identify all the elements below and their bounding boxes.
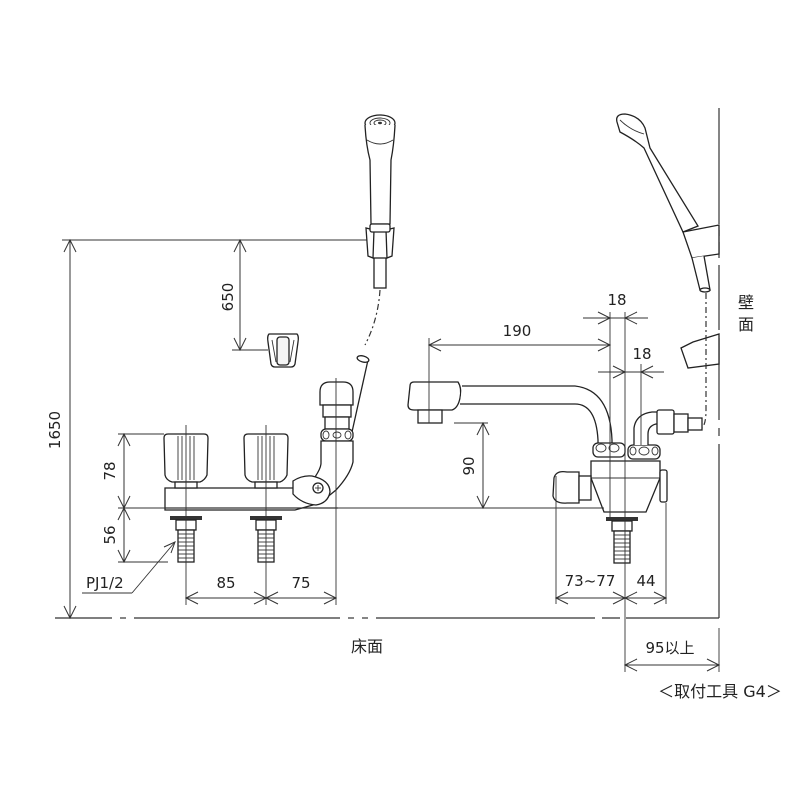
dim-190: 190 [427, 322, 612, 352]
shower-handset-side [616, 113, 720, 293]
wall-holder-side [680, 333, 720, 369]
thread-callout: PJ1/2 [82, 541, 176, 594]
floor-label: 床面 [351, 637, 383, 656]
dim-78-56: 78 56 [101, 432, 168, 564]
dim-90-label: 90 [460, 456, 478, 475]
dim-44-label: 44 [636, 572, 655, 590]
dim-650-label: 650 [219, 283, 237, 312]
hose-side [701, 293, 707, 429]
dim-73-77-44: 73~77 44 [554, 572, 668, 605]
dim-18-top-label: 18 [607, 291, 626, 309]
spout-side [407, 381, 613, 456]
dim-78-label: 78 [101, 461, 119, 480]
faucet-body-side [552, 409, 703, 513]
dim-18-mid-label: 18 [632, 345, 651, 363]
dim-190-label: 190 [503, 322, 532, 340]
dim-18-mid: 18 [598, 345, 664, 379]
hose-front [364, 289, 381, 346]
dim-90: 90 [454, 421, 490, 510]
dim-1650-label: 1650 [46, 411, 64, 449]
tool-caption: ＜取付工具 G4＞ [658, 682, 782, 701]
dim-1650: 1650 [46, 238, 77, 620]
wall-label-top: 壁 [738, 293, 754, 312]
dim-73-77-label: 73~77 [565, 572, 616, 590]
dim-85-label: 85 [216, 574, 235, 592]
wall-holder-front [267, 333, 299, 368]
dim-18-top: 18 [583, 291, 648, 325]
wall-label-bottom: 面 [738, 315, 754, 334]
shank-side [606, 517, 638, 564]
dim-95-clearance: 95以上 [623, 628, 721, 672]
dim-95-label: 95以上 [645, 639, 694, 657]
shower-handset-front [364, 114, 396, 289]
dim-85-75: 85 75 [184, 574, 338, 605]
dim-56-label: 56 [101, 525, 119, 544]
dim-650: 650 [219, 238, 268, 352]
thread-label: PJ1/2 [86, 574, 124, 592]
faucet-body-front [164, 475, 338, 511]
dim-75-label: 75 [291, 574, 310, 592]
